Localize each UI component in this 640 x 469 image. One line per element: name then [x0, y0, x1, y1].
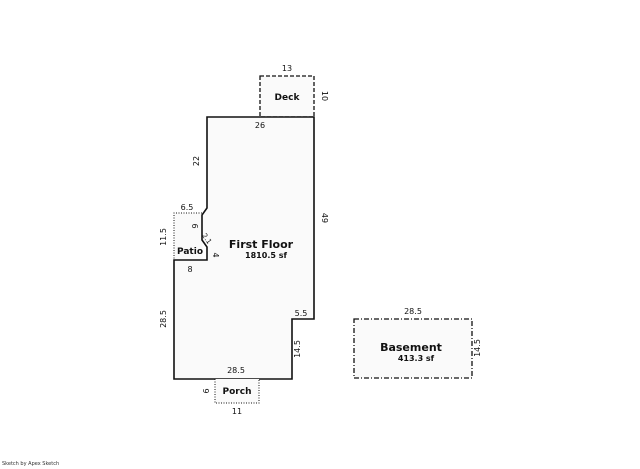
dim-basement-right: 14.5 [473, 339, 482, 357]
dim-ff-notch-top: 5.5 [295, 309, 308, 318]
first-floor-area [173, 116, 315, 380]
dim-ff-left-upper: 22 [192, 156, 201, 166]
dim-deck-right: 10 [320, 91, 329, 101]
basement-area-value: 413.3 sf [398, 354, 435, 363]
dim-basement-top: 28.5 [404, 307, 422, 316]
dim-ff-right: 49 [320, 213, 329, 223]
porch-area [214, 379, 260, 404]
dim-porch-left: 6 [202, 388, 211, 393]
dim-patio-top: 6.5 [181, 203, 194, 212]
dim-porch-bottom: 11 [232, 407, 242, 416]
first-floor-label: First Floor [229, 238, 294, 251]
deck-area [259, 75, 315, 118]
basement-area [353, 318, 473, 379]
deck-label: Deck [275, 93, 301, 103]
dim-deck-top: 13 [282, 64, 292, 73]
dim-ff-notch-right: 14.5 [293, 340, 302, 358]
dim-patio-inner-4: 4 [211, 252, 220, 257]
first-floor-area-value: 1810.5 sf [245, 251, 287, 260]
dim-patio-inner-6: 6 [190, 223, 199, 228]
patio-label: Patio [177, 247, 203, 257]
basement-label: Basement [380, 341, 442, 354]
sketch-credit: Sketch by Apex Sketch [2, 461, 60, 467]
dim-ff-top: 26 [255, 121, 265, 130]
dim-patio-bottom: 8 [187, 265, 192, 274]
porch-label: Porch [223, 387, 252, 397]
dim-patio-left: 11.5 [159, 228, 168, 246]
dim-ff-bottom: 28.5 [227, 366, 245, 375]
dim-ff-left-lower: 28.5 [159, 310, 168, 328]
patio-area [173, 212, 207, 260]
